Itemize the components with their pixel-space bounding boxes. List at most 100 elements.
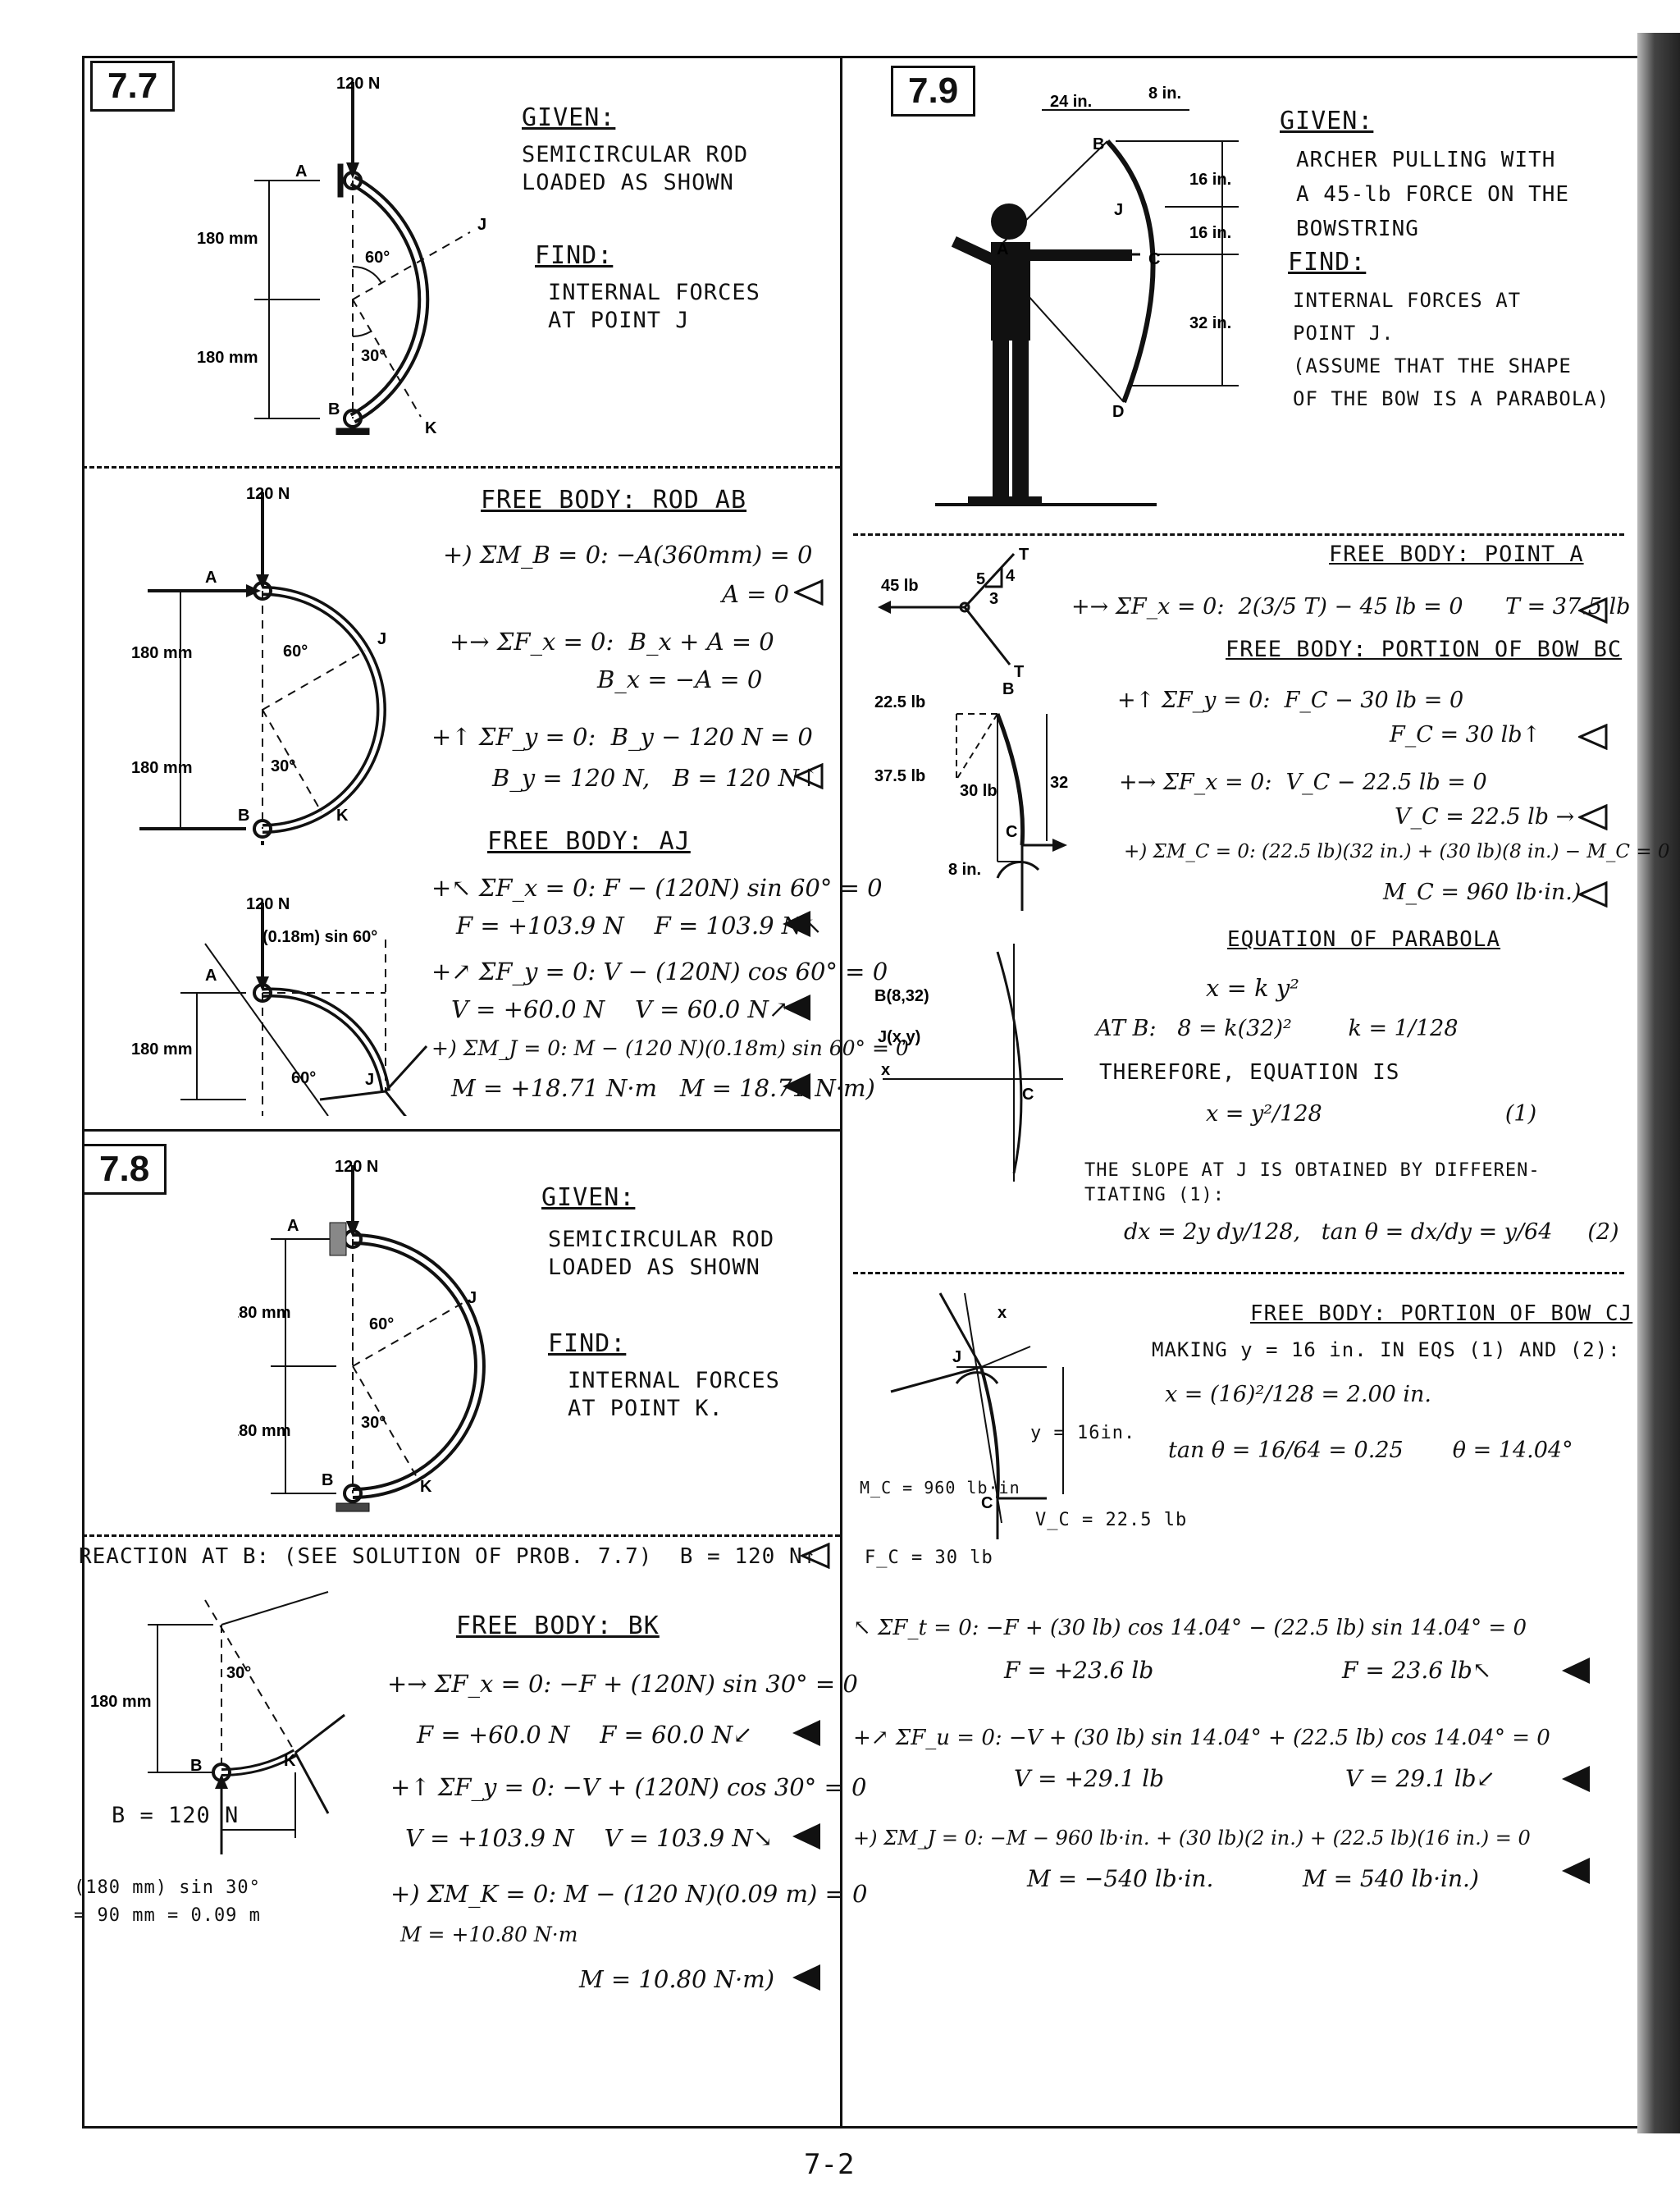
answer-marker-open [1577,723,1608,751]
fb-ab-line-2: A = 0 [722,580,790,608]
fb-ab-line-5: +↑ ΣF_y = 0: B_y − 120 N = 0 [431,723,813,751]
final-line-2: F = +23.6 lb [1004,1657,1154,1684]
archer-d2: 8 in. [1148,85,1181,103]
fb-ab-line-4: B_x = −A = 0 [597,665,763,693]
fb-ab-line-1: +) ΣM_B = 0: −A(360mm) = 0 [443,541,813,569]
fb-ab-ang-30: 30° [271,757,295,775]
final-line-3: F = 23.6 lb↖ [1342,1657,1492,1684]
fb-aj-a: A [205,967,217,985]
par-line-6: TIATING (1): [1084,1185,1225,1205]
column-divider [840,56,842,2126]
fb-bc-line-1: +↑ ΣF_y = 0: F_C − 30 lb = 0 [1117,688,1464,713]
archer-d5: 32 in. [1189,314,1231,332]
cj-vc: V_C = 22.5 lb [1035,1510,1188,1530]
fb-aj-line-6: M = +18.71 N·m M = 18.71 N·m) [451,1074,875,1102]
fb-bk-line-5: +) ΣM_K = 0: M − (120 N)(0.09 m) = 0 [390,1880,868,1908]
fb-bc-line-4: V_C = 22.5 lb → [1395,804,1575,830]
final-line-5: V = +29.1 lb [1014,1765,1165,1792]
fb-bc-header: FREE BODY: PORTION OF BOW BC [1226,637,1623,662]
fig78-b: B [322,1471,333,1489]
given-header-7-8: GIVEN: [541,1183,636,1212]
fb-aj-line-1: +↖ ΣF_x = 0: F − (120N) sin 60° = 0 [431,874,883,902]
answer-marker-open [1577,803,1608,831]
fb-a-45: 45 lb [881,577,919,595]
fig78-load: 120 N [335,1158,378,1176]
fig78-a: A [287,1217,299,1235]
par-x: x [881,1061,890,1079]
answer-marker [1562,1766,1590,1792]
divider-78-reaction [82,1534,840,1537]
par-c: C [1022,1086,1034,1104]
archer-d4: 16 in. [1189,224,1231,242]
fig-point-k: K [425,419,437,435]
divider-79-fb [853,533,1624,536]
fb-bk-line-1: +→ ΣF_x = 0: −F + (120N) sin 30° = 0 [387,1670,858,1698]
answer-marker [783,995,810,1021]
par-b: B(8,32) [874,987,929,1005]
archer-b: B [1093,135,1104,153]
fb-aj-line-3: +↗ ΣF_y = 0: V − (120N) cos 60° = 0 [431,958,888,985]
archer-d1: 24 in. [1050,93,1092,111]
fig78-ang-30: 30° [361,1414,386,1432]
answer-marker [792,1720,820,1746]
fb-aj-dim: 180 mm [131,1040,193,1059]
given-text-7-9: ARCHER PULLING WITH A 45-lb FORCE ON THE… [1296,148,1570,241]
answer-marker [783,911,810,937]
answer-marker [1562,1658,1590,1684]
fb-ab-load: 120 N [246,485,290,503]
fb-bc-line-3: +→ ΣF_x = 0: V_C − 22.5 lb = 0 [1119,770,1487,795]
fb-ab-header: FREE BODY: ROD AB [481,486,747,514]
par-line-7: dx = 2y dy/128, tan θ = dx/dy = y/64 (2) [1124,1219,1619,1245]
divider-77-fb [82,466,840,469]
final-line-9: M = 540 lb·in.) [1303,1865,1479,1892]
fb-ab-dim-2: 180 mm [131,759,193,777]
fig-point-a: A [295,162,307,181]
fb-a-t1: T [1019,546,1029,564]
fb-aj-ang: 60° [291,1069,316,1087]
fig78-dim-2: 180 mm [238,1422,291,1440]
answer-marker-open [799,1542,830,1570]
par-line-2: AT B: 8 = k(32)² k = 1/128 [1096,1016,1459,1041]
fig-angle-60: 60° [365,249,390,267]
answer-marker [792,1823,820,1850]
cj-fc: F_C = 30 lb [865,1548,993,1568]
fb-bc-line-2: F_C = 30 lb↑ [1390,722,1541,748]
fb-bk-line-2: F = +60.0 N F = 60.0 N↙ [417,1721,753,1749]
fb-aj-line-2: F = +103.9 N F = 103.9 N↖ [456,912,823,940]
figure-fb-bk: 180 mm 30° B K [90,1584,402,1863]
fb-aj-j: J [365,1071,374,1089]
fig-dim-bottom: 180 mm [197,349,258,367]
cj-y-dim: y = 16in. [1030,1423,1136,1443]
fb-cj-line-3: tan θ = 16/64 = 0.25 θ = 14.04° [1168,1438,1573,1463]
fig78-dim-1: 180 mm [238,1304,291,1322]
fb-a-5: 5 [976,570,985,588]
fb-bc-c: C [1006,823,1017,841]
fb-bk-header: FREE BODY: BK [456,1612,660,1640]
archer-d3: 16 in. [1189,171,1231,189]
cj-j: J [952,1348,961,1366]
fb-a-t2: T [1014,663,1024,681]
fb-bk-line-4: V = +103.9 N V = 103.9 N↘ [405,1824,774,1852]
fb-bc-22: 22.5 lb [874,693,925,711]
fb-ab-a: A [205,569,217,587]
answer-marker-open [1577,597,1608,624]
fb-bc-line-5: +) ΣM_C = 0: (22.5 lb)(32 in.) + (30 lb)… [1124,841,1670,862]
fb-bk-line-7: M = 10.80 N·m) [579,1965,775,1993]
given-header-7-9: GIVEN: [1280,107,1374,135]
fb-bk-line-6: M = +10.80 N·m [400,1923,578,1946]
cj-c: C [981,1494,993,1512]
cj-x: x [998,1304,1007,1322]
fig78-j: J [468,1289,477,1307]
given-header-7-7: GIVEN: [522,103,616,132]
parabola-header: EQUATION OF PARABOLA [1227,927,1501,952]
final-line-6: V = 29.1 lb↙ [1345,1765,1496,1792]
given-text-7-7: SEMICIRCULAR ROD LOADED AS SHOWN [522,142,749,195]
fb-aj-line-5: +) ΣM_J = 0: M − (120 N)(0.18m) sin 60° … [431,1036,909,1060]
fb-aj-line-4: V = +60.0 N V = 60.0 N↗ [451,995,789,1023]
fb-cj-line-2: x = (16)²/128 = 2.00 in. [1165,1382,1431,1407]
fb-aj-header: FREE BODY: AJ [487,827,691,856]
fb-point-a-eq: +→ ΣF_x = 0: 2(3/5 T) − 45 lb = 0 T = 37… [1071,594,1631,620]
archer-d: D [1112,403,1124,421]
fig78-ang-60: 60° [369,1315,394,1333]
fb-aj-load: 120 N [246,895,290,913]
